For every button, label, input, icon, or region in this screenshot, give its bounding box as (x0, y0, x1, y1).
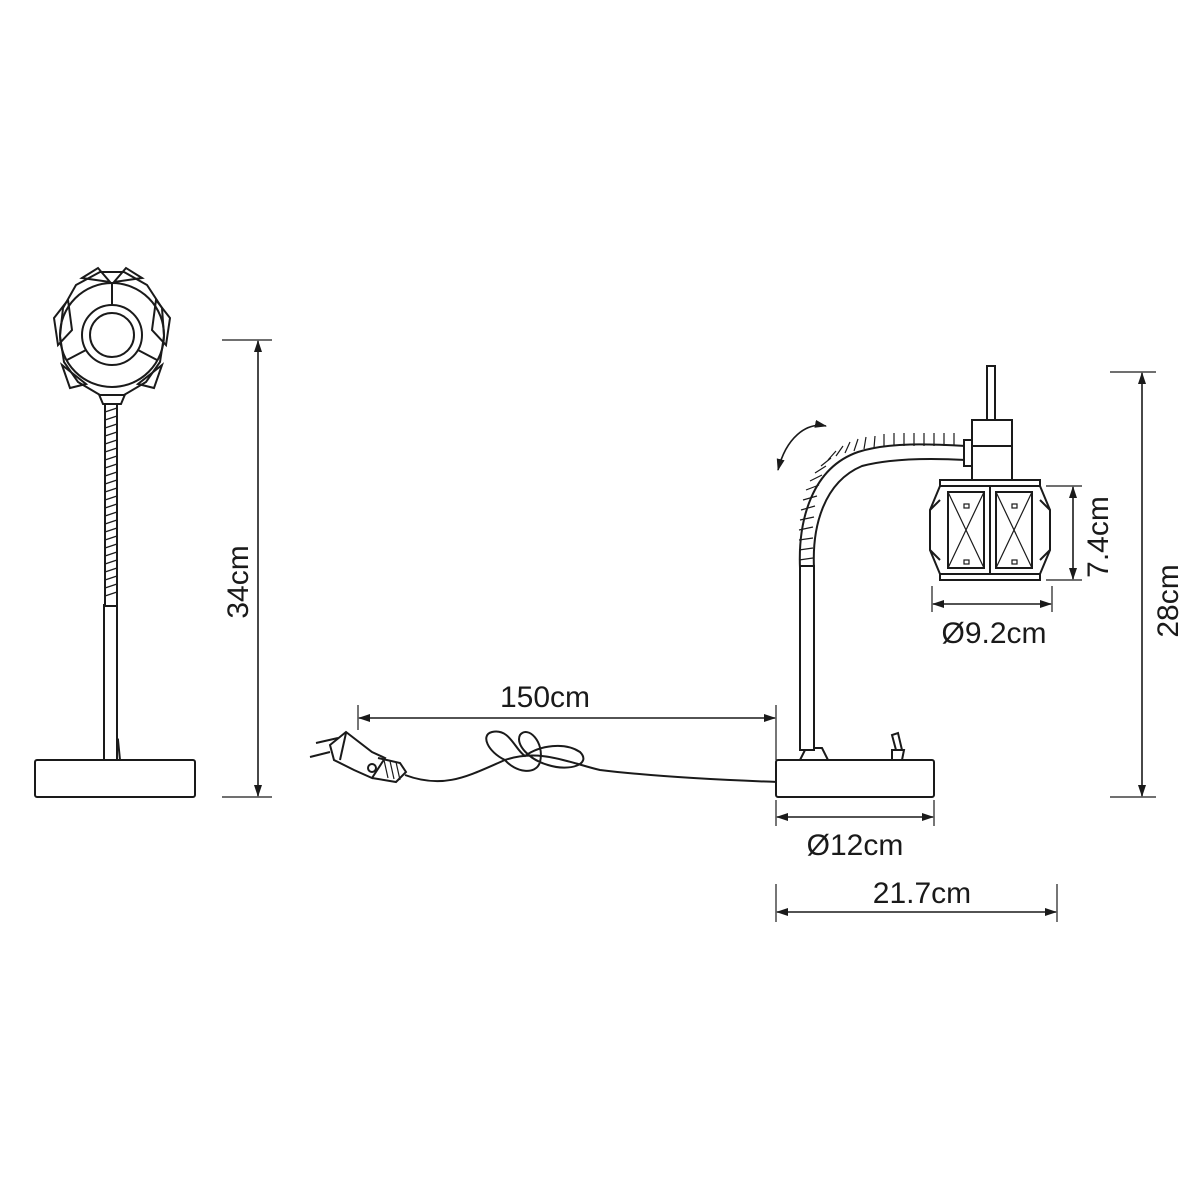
front-base (34, 759, 196, 798)
dimension-total-depth: 21.7cm (775, 877, 1058, 922)
dimension-cord-length: 150cm (357, 681, 777, 760)
base-diameter-label: Ø12cm (807, 829, 904, 862)
side-shade (929, 479, 1051, 581)
front-height-label: 34cm (222, 545, 255, 618)
front-gooseneck (104, 397, 118, 607)
shade-diameter-label: Ø9.2cm (941, 617, 1046, 650)
plug-prongs (309, 737, 339, 758)
dimension-base-diameter: Ø12cm (775, 800, 935, 862)
power-cord (404, 754, 779, 783)
dimension-shade-height: 7.4cm (1046, 485, 1115, 581)
front-shade (52, 266, 172, 396)
shade-height-label: 7.4cm (1082, 496, 1115, 578)
side-view-lamp (775, 365, 1051, 798)
front-stem (103, 604, 118, 761)
rotation-arrow-icon (776, 419, 827, 471)
dimension-front-height: 34cm (222, 339, 272, 798)
plug-body (328, 730, 387, 780)
dimension-side-height: 28cm (1110, 371, 1185, 798)
side-top-rod (986, 365, 996, 421)
side-height-label: 28cm (1152, 564, 1185, 637)
side-base (775, 759, 935, 798)
front-view-lamp (34, 266, 196, 798)
side-stem (799, 565, 815, 751)
total-depth-label: 21.7cm (873, 877, 971, 910)
cord-knot (485, 730, 585, 772)
side-gooseneck (798, 433, 967, 569)
cord-length-label: 150cm (500, 681, 590, 714)
dimension-shade-diameter: Ø9.2cm (931, 586, 1053, 650)
side-mount-block (971, 419, 1013, 481)
side-switch (890, 731, 906, 761)
plug-and-cord (309, 730, 779, 784)
